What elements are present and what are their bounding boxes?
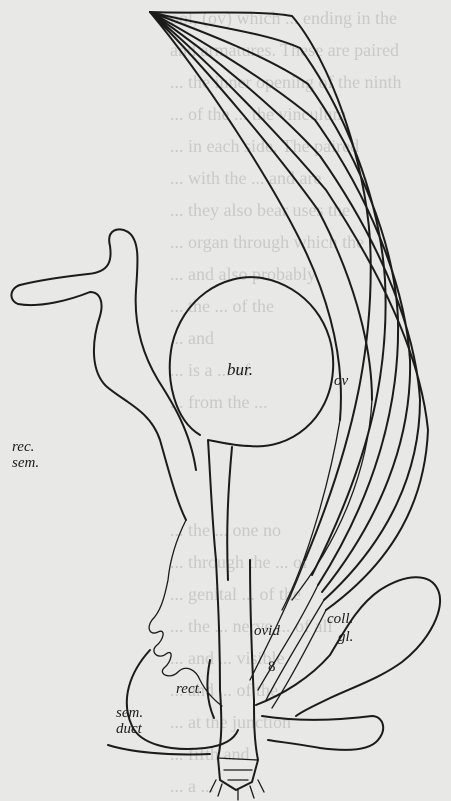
oviduct-and-genital-segment bbox=[210, 560, 264, 800]
label-coll: coll. bbox=[327, 612, 353, 627]
bursa-copulatrix bbox=[170, 277, 333, 580]
receptaculum-seminis bbox=[11, 229, 196, 520]
label-sem-duct-1: sem. bbox=[116, 706, 143, 721]
label-rectum: rect. bbox=[176, 682, 203, 697]
label-eight: 8 bbox=[268, 660, 276, 675]
label-oviduct: ovid bbox=[254, 624, 280, 639]
label-bursa: bur. bbox=[227, 362, 253, 377]
label-ovarioles: ov bbox=[334, 374, 348, 389]
ovarioles bbox=[150, 12, 428, 610]
coiled-duct bbox=[149, 520, 222, 706]
colleterial-gland bbox=[256, 577, 440, 750]
label-sem-duct-2: duct bbox=[116, 722, 142, 737]
label-sem: sem. bbox=[12, 456, 39, 471]
label-gl: gl. bbox=[338, 630, 353, 645]
label-rec: rec. bbox=[12, 440, 34, 455]
